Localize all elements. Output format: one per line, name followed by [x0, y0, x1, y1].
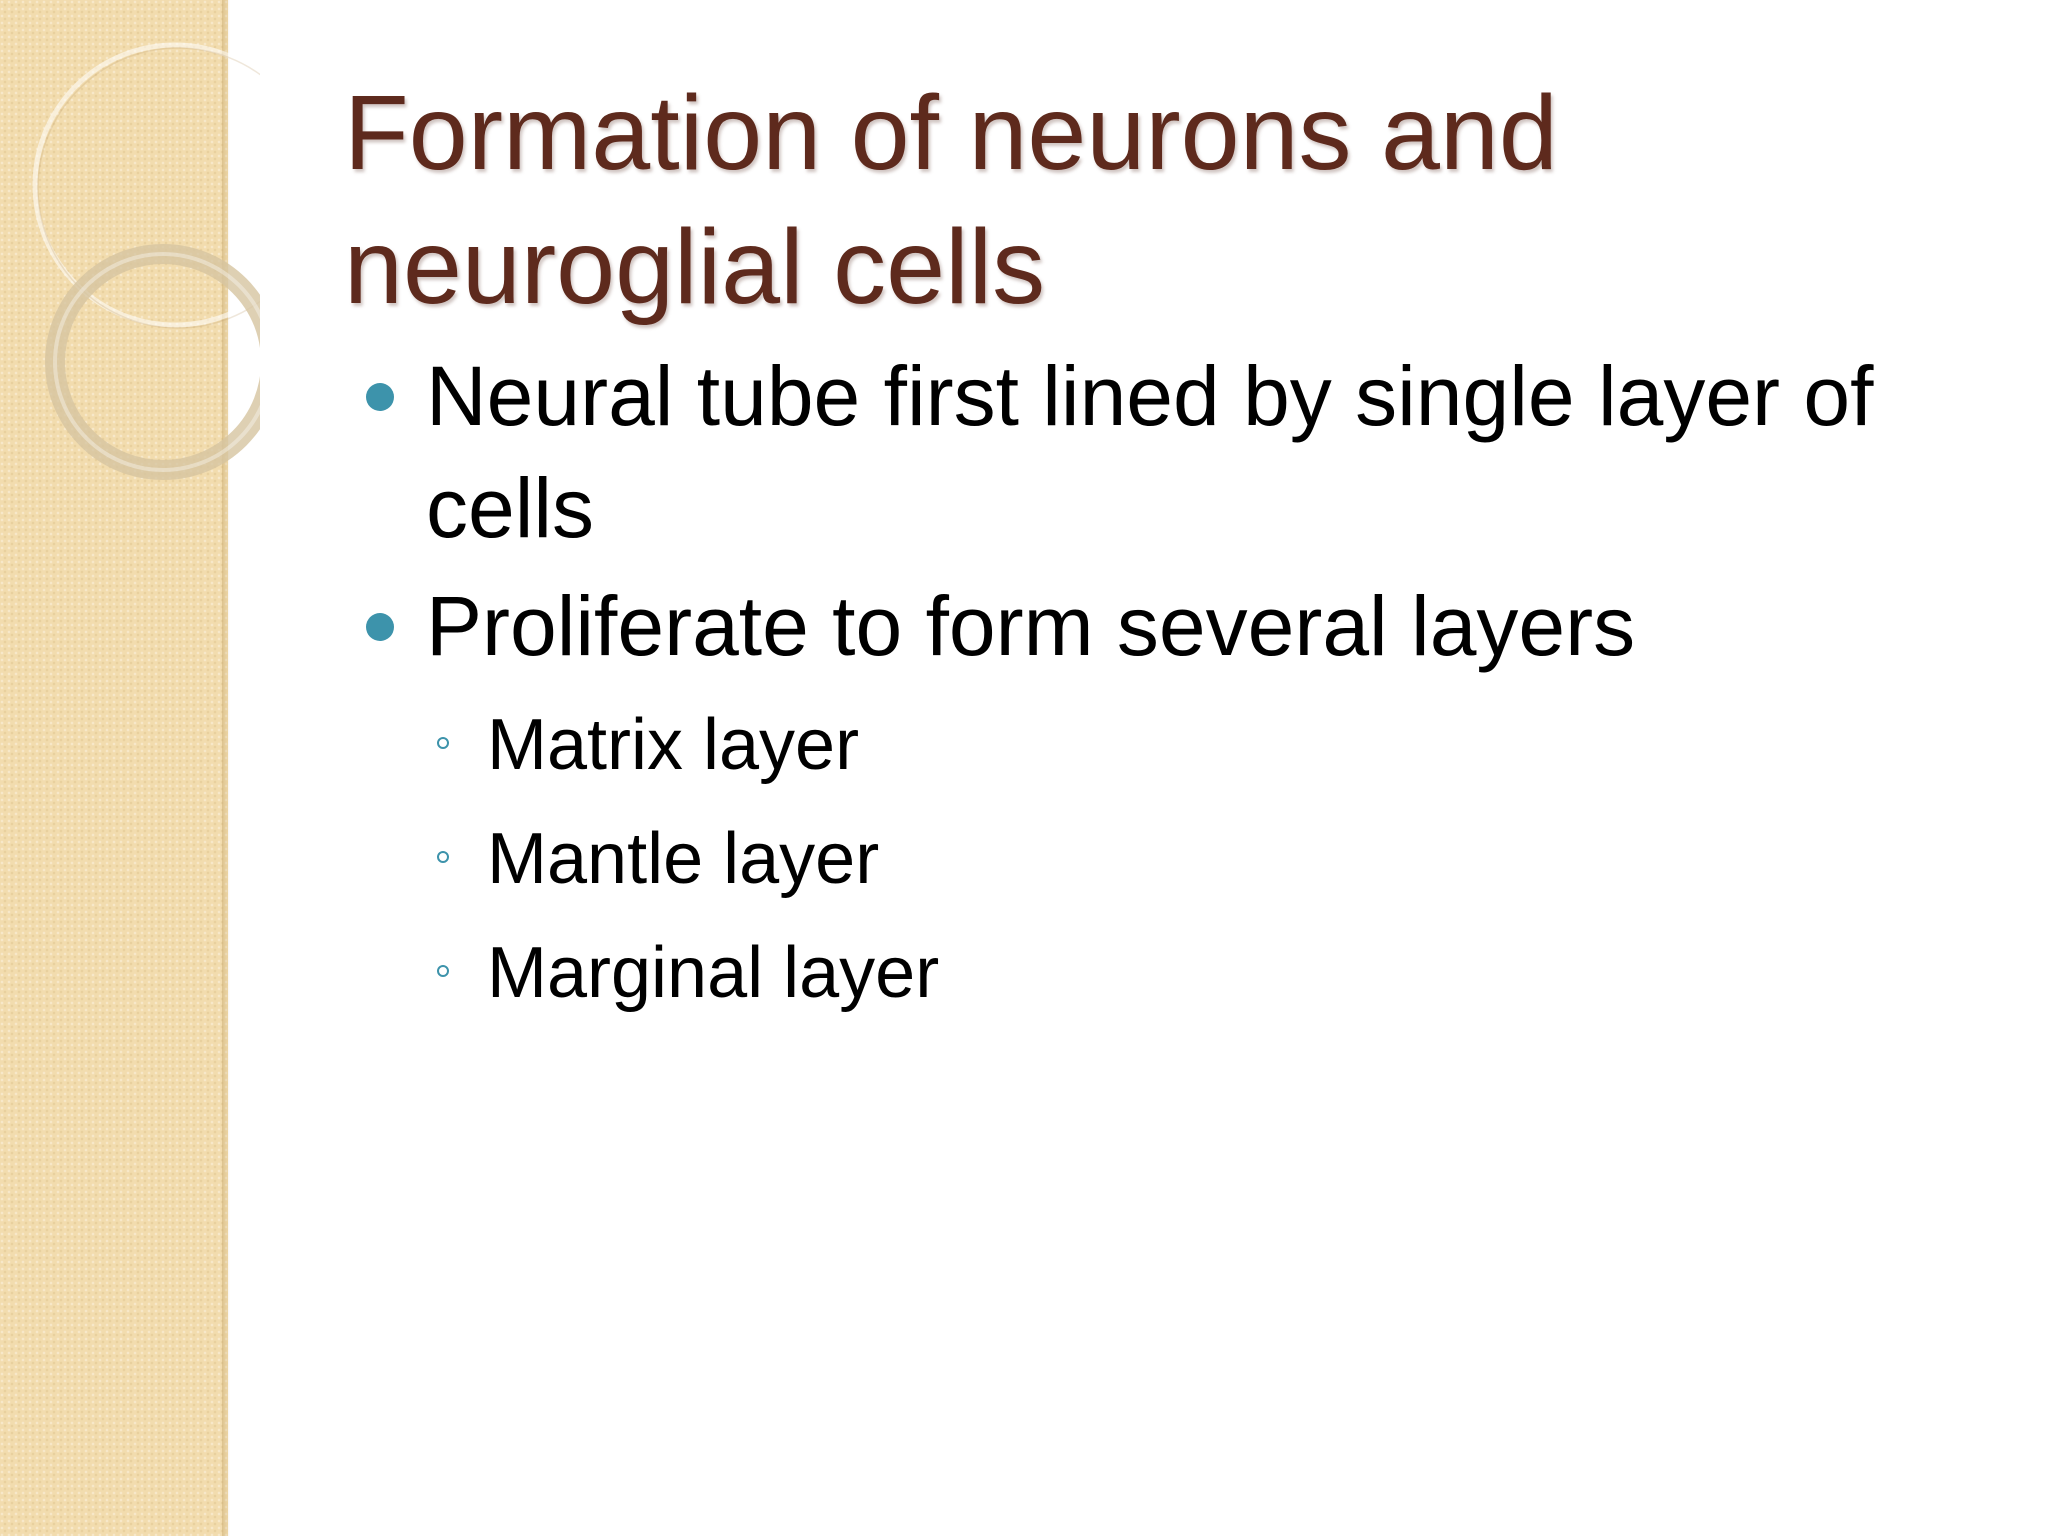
side-band-edge	[222, 0, 230, 1536]
sub-bullet-item: Mantle layer	[344, 802, 1984, 916]
hollow-circle-icon	[437, 737, 449, 749]
decorative-circles-icon	[32, 42, 260, 480]
slide-title: Formation of neurons and neuroglial cell…	[344, 74, 1558, 326]
hollow-circle-icon	[437, 851, 449, 863]
bullet-text: Neural tube first lined by single layer …	[426, 349, 1874, 555]
bullet-text: Proliferate to form several layers	[426, 579, 1636, 673]
bullet-item: Neural tube first lined by single layer …	[344, 340, 1984, 564]
filled-circle-icon	[366, 383, 394, 411]
sub-bullet-text: Mantle layer	[487, 819, 880, 899]
sub-bullet-item: Marginal layer	[344, 916, 1984, 1030]
filled-circle-icon	[366, 613, 394, 641]
bullet-list: Neural tube first lined by single layer …	[344, 340, 1984, 1030]
sub-bullet-text: Marginal layer	[487, 933, 940, 1013]
sub-bullet-text: Matrix layer	[487, 705, 860, 785]
sub-bullet-item: Matrix layer	[344, 688, 1984, 802]
bullet-item: Proliferate to form several layers	[344, 570, 1984, 682]
hollow-circle-icon	[437, 965, 449, 977]
